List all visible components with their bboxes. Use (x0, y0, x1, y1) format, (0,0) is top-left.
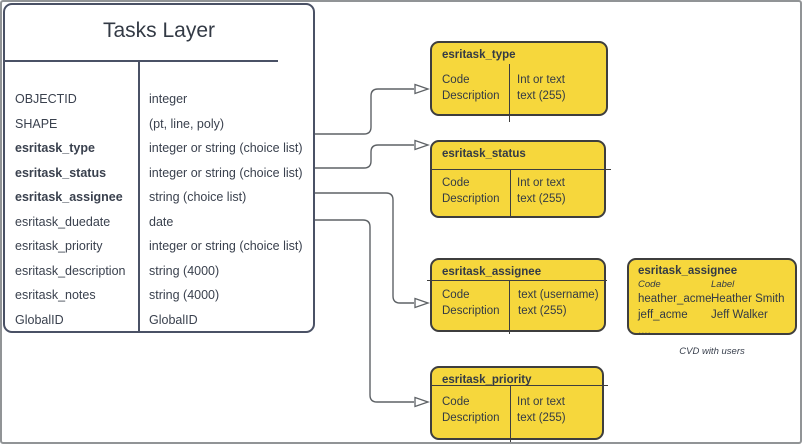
cvd-cell: jeff_acme (638, 309, 688, 321)
cvd-cell: heather_acme (638, 293, 712, 305)
field-row-shape: SHAPE (pt, line, poly) (5, 112, 313, 137)
field-name: SHAPE (15, 116, 58, 131)
field-name: OBJECTID (15, 92, 77, 107)
domain-cell: Code (442, 74, 470, 86)
domain-cell: Int or text (517, 396, 565, 408)
domain-title: esritask_priority (442, 374, 532, 386)
domain-box-esritask-type: esritask_type Code Description Int or te… (430, 41, 608, 122)
field-row-globalid: GlobalID GlobalID (5, 308, 313, 333)
field-type: string (4000) (149, 288, 220, 303)
domain-header-divider (430, 169, 611, 170)
field-type: date (149, 214, 174, 229)
field-row-esritask-status: esritask_status integer or string (choic… (5, 161, 313, 186)
field-rows: OBJECTID integer SHAPE (pt, line, poly) … (5, 87, 313, 332)
arrowhead-esritask-type (414, 83, 430, 95)
cvd-caption: CVD with users (679, 346, 745, 357)
domain-cell: Description (442, 305, 500, 317)
domain-title: esritask_status (442, 148, 526, 160)
domain-cell: Code (442, 177, 470, 189)
arrowhead-esritask-priority (414, 396, 430, 408)
domain-cell: text (username) (518, 289, 599, 301)
field-type: integer or string (choice list) (149, 165, 303, 180)
field-type: GlobalID (149, 312, 198, 327)
field-type: integer or string (choice list) (149, 141, 303, 156)
cvd-title: esritask_assignee (638, 265, 738, 277)
field-row-esritask-type: esritask_type integer or string (choice … (5, 136, 313, 161)
arrowhead-esritask-assignee (414, 297, 430, 309)
cvd-cell: .... (638, 325, 651, 337)
domain-cell: text (255) (518, 305, 567, 317)
title-divider (3, 60, 278, 62)
field-type: string (4000) (149, 263, 220, 278)
domain-box-esritask-priority: esritask_priority Code Description Int o… (430, 366, 608, 442)
domain-header-divider (432, 385, 608, 386)
domain-right-column: Int or text text (255) (517, 394, 566, 426)
domain-cell: Code (442, 289, 470, 301)
field-row-esritask-description: esritask_description string (4000) (5, 259, 313, 284)
connector-esritask-type (315, 88, 414, 135)
cvd-code-column: heather_acme jeff_acme .... (638, 291, 712, 339)
connector-esritask-assignee (315, 192, 414, 304)
connector-esritask-status (315, 144, 414, 169)
domain-box-esritask-status: esritask_status Code Description Int or … (430, 140, 611, 218)
arrowhead-esritask-status (414, 139, 430, 151)
cvd-label-column: Heather Smith Jeff Walker (711, 291, 785, 323)
field-type: integer (149, 92, 188, 107)
domain-left-column: Code Description (442, 287, 500, 319)
cvd-code-header: Code (638, 279, 661, 290)
domain-left-column: Code Description (442, 394, 500, 426)
field-type: integer or string (choice list) (149, 239, 303, 254)
field-name: esritask_assignee (15, 190, 123, 205)
domain-box-esritask-assignee: esritask_assignee Code Description text … (427, 258, 607, 334)
cvd-cell: Jeff Walker (711, 309, 768, 321)
domain-column-divider (509, 280, 510, 334)
domain-cell: Description (442, 193, 500, 205)
domain-cell: Description (442, 412, 500, 424)
connector-esritask-priority (315, 219, 414, 403)
field-name: GlobalID (15, 312, 64, 327)
cvd-cell: Heather Smith (711, 293, 785, 305)
cvd-box-esritask-assignee: esritask_assignee Code Label heather_acm… (627, 258, 797, 337)
field-name: esritask_status (15, 165, 107, 180)
domain-cell: Int or text (517, 177, 565, 189)
column-divider (138, 60, 140, 331)
domain-column-divider (510, 169, 511, 216)
field-row-esritask-assignee: esritask_assignee string (choice list) (5, 185, 313, 210)
domain-column-divider (509, 64, 510, 122)
field-row-objectid: OBJECTID integer (5, 87, 313, 112)
field-row-esritask-notes: esritask_notes string (4000) (5, 283, 313, 308)
tasks-layer-table: Tasks Layer OBJECTID integer SHAPE (pt, … (3, 3, 315, 333)
field-name: esritask_notes (15, 288, 96, 303)
domain-column-divider (510, 385, 511, 442)
domain-cell: text (255) (517, 90, 566, 102)
domain-right-column: text (username) text (255) (518, 287, 599, 319)
field-row-esritask-duedate: esritask_duedate date (5, 210, 313, 235)
domain-cell: Int or text (517, 74, 565, 86)
tasks-layer-title: Tasks Layer (102, 19, 216, 42)
field-type: string (choice list) (149, 190, 247, 205)
field-name: esritask_priority (15, 239, 103, 254)
domain-left-column: Code Description (442, 72, 500, 104)
domain-cell: text (255) (517, 412, 566, 424)
cvd-label-header: Label (711, 279, 735, 290)
domain-cell: Description (442, 90, 500, 102)
domain-cell: text (255) (517, 193, 566, 205)
domain-header-divider (427, 280, 607, 281)
domain-title: esritask_assignee (442, 266, 542, 278)
field-row-esritask-priority: esritask_priority integer or string (cho… (5, 234, 313, 259)
domain-cell: Code (442, 396, 470, 408)
domain-title: esritask_type (442, 49, 516, 61)
domain-right-column: Int or text text (255) (517, 175, 566, 207)
field-name: esritask_description (15, 263, 126, 278)
field-type: (pt, line, poly) (149, 116, 225, 131)
field-name: esritask_type (15, 141, 95, 156)
domain-left-column: Code Description (442, 175, 500, 207)
domain-right-column: Int or text text (255) (517, 72, 566, 104)
field-name: esritask_duedate (15, 214, 111, 229)
